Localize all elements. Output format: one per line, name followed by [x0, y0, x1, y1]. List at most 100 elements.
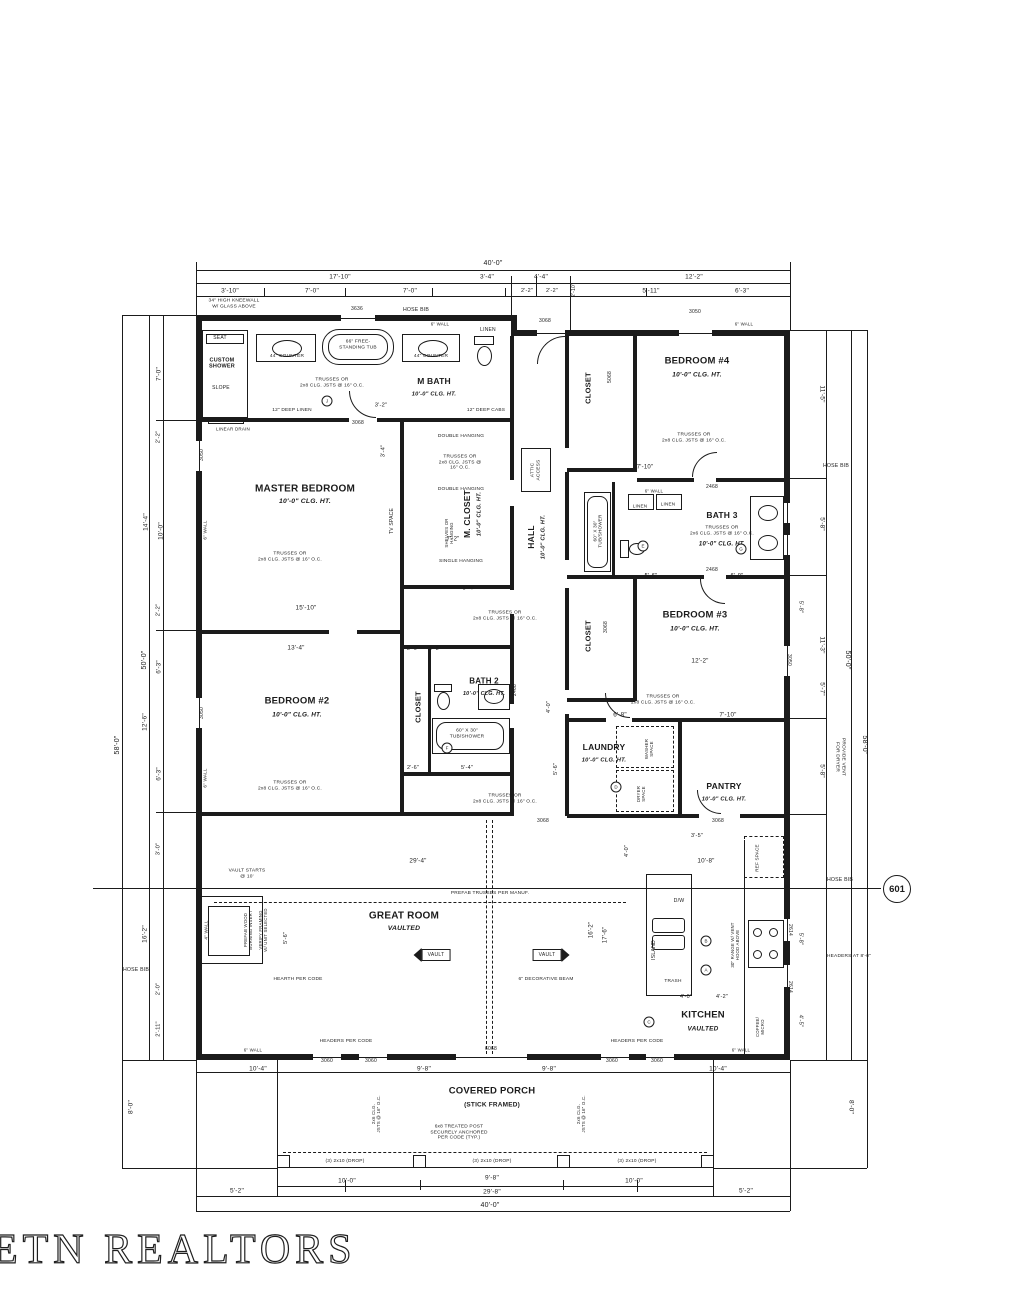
drafting-line [432, 288, 433, 296]
wall-segment [784, 330, 790, 1060]
keynote-circle: G [735, 543, 747, 555]
porch-post-fixture [413, 1155, 426, 1168]
sink-fixture [272, 340, 302, 357]
wall-segment [565, 714, 569, 816]
room-label: CLOSET [583, 372, 593, 404]
dimension-label-top: 12'-2" [685, 273, 703, 281]
dimension-label-left: 58'-0" [113, 735, 121, 755]
drafting-line [790, 478, 826, 479]
annotation-label: HEADERS PER CODE [319, 1039, 373, 1045]
room-ceiling-label: 10'-0" CLG. HT. [581, 757, 627, 764]
drafting-line [122, 315, 123, 1168]
drafting-line [277, 1186, 714, 1187]
dimension-label-bottom: 9'-8" [485, 1174, 499, 1182]
drafting-line [122, 1060, 196, 1061]
vanity-counter-fixture [478, 684, 510, 710]
wall-segment [511, 315, 517, 336]
room-ceiling-label: VAULTED [687, 1024, 719, 1032]
keynote-circle: A [700, 964, 712, 976]
wall-segment [565, 588, 569, 690]
dimension-label-top: 2'-2" [546, 287, 558, 294]
dimension-label-left: 14'-4" [142, 513, 150, 531]
drafting-line [163, 315, 164, 1060]
dimension-label-bottom: 29'-8" [483, 1188, 501, 1196]
annotation-label: TRUSSES OR 2x8 CLG. JSTS @ 16" O.C. [662, 432, 726, 443]
annotation-label: ISLAND [651, 940, 658, 960]
window-jamb [196, 440, 202, 441]
wall-segment [510, 336, 514, 480]
window-jamb [387, 1054, 388, 1060]
dimension-label-right: 4'-5" [797, 1014, 804, 1028]
tub-shower-inner-fixture [587, 496, 608, 568]
window-glass-line [455, 1056, 528, 1058]
custom-shower-fixture [202, 330, 248, 418]
dimension-label-right: 50'-0" [844, 650, 852, 670]
room-label: BATH 3 [706, 510, 738, 521]
dimension-label-left: 8'-0" [127, 1100, 135, 1114]
dimension-label-left: 2'-2" [155, 430, 162, 444]
drafting-line [196, 1072, 790, 1073]
wall-segment [404, 645, 512, 649]
window-jamb [674, 1054, 675, 1060]
wall-segment [510, 614, 514, 704]
dimension-label-right: 5'-7" [818, 682, 826, 696]
drafting-line [790, 330, 867, 331]
window-glass-line [600, 1056, 630, 1058]
drafting-line [826, 330, 827, 1060]
keynote-circle: F [441, 742, 453, 754]
dashed-line [492, 820, 494, 1054]
wall-segment [199, 812, 512, 816]
wall-segment [633, 579, 637, 701]
annotation-label: 2868 [400, 471, 407, 483]
drafting-line [790, 262, 791, 330]
wall-segment [716, 478, 786, 482]
annotation-label: HOSE BIB [402, 307, 430, 314]
keynote-circle: B [700, 935, 712, 947]
drafting-line [156, 420, 196, 421]
annotation-label: VERIFY FRAMING W/ UNIT SELECTED [258, 908, 268, 952]
room-label: MASTER BEDROOM [254, 483, 356, 495]
annotation-label: HOSE BIB [122, 967, 150, 974]
room-label: M BATH [417, 376, 451, 387]
dimension-label-bottom: 40'-0" [480, 1201, 500, 1209]
keynote-circle: D [610, 781, 622, 793]
dimension-label-left: 10'-0" [157, 522, 165, 540]
freestanding-tub-inner-fixture [328, 334, 388, 360]
annotation-label: 12" DEEP CABS [466, 408, 506, 414]
room-ceiling-label: 10'-0" CLG. HT. [411, 391, 457, 398]
annotation-label: 6" WALL [734, 321, 754, 327]
annotation-label: 4" WALL [203, 920, 209, 940]
dimension-label-bottom: 9'-8" [542, 1065, 556, 1073]
annotation-label: 6" WALL [731, 1047, 751, 1053]
room-label: COVERED PORCH [448, 1085, 536, 1097]
wall-segment [567, 718, 606, 722]
drafting-line [867, 330, 868, 1168]
window-jamb [455, 1054, 456, 1060]
annotation-label: PREFAB WOOD BURNING INSERT [243, 910, 253, 950]
window-jamb [565, 330, 566, 336]
wall-segment [678, 722, 682, 816]
annotation-label: 3050 [199, 449, 206, 461]
wall-segment [565, 472, 569, 560]
dashed-line [486, 820, 488, 1054]
annotation-label: 3050 [199, 707, 206, 719]
annotation-label: 3050 [785, 654, 792, 666]
toilet-bowl-fixture [477, 346, 492, 366]
kitchen-island-fixture [646, 874, 692, 996]
sink-fixture [418, 340, 448, 357]
wall-segment [510, 506, 514, 590]
watermark-etn-realtors: ETN REALTORS [0, 1226, 357, 1273]
dimension-label-interior: 4'-0" [680, 993, 692, 1000]
window-jamb [784, 676, 790, 677]
dimension-label-bottom: 5'-2" [230, 1187, 244, 1195]
dimension-label-right: 58'-0" [861, 735, 869, 755]
shower-seat-fixture [206, 334, 244, 344]
dimension-label-interior: 4'-0" [545, 701, 552, 713]
window-jamb [375, 315, 376, 321]
annotation-label: 6" WALL [430, 321, 450, 327]
linear-drain-fixture [208, 420, 244, 424]
annotation-label: 2468 [706, 567, 718, 574]
drafting-line [196, 270, 790, 271]
annotation-label: LINEN [660, 501, 676, 507]
window-glass-line [312, 1056, 342, 1058]
